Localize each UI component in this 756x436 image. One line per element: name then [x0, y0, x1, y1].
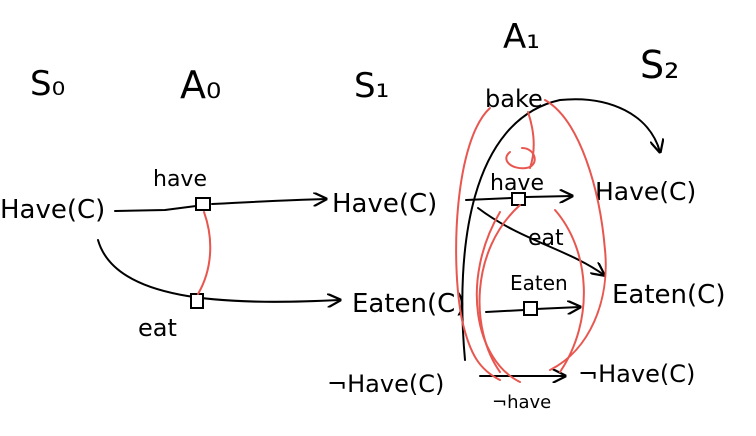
action-node-a0-have: [195, 197, 211, 211]
edge-a1-eaten-to-s2-eaten: [535, 307, 580, 309]
mutex-a1-have-eaten: [478, 204, 521, 373]
edge-s1-have-to-s2-eaten: [477, 207, 604, 275]
literal-s1-have: Have(C): [332, 189, 437, 219]
edge-s1-eaten-to-a1-eaten: [485, 309, 525, 313]
mutex-a1-right-inner: [554, 209, 585, 373]
edge-a1-have-to-s2-have: [525, 196, 572, 197]
mutex-a1-outer-right: [544, 99, 607, 371]
action-label-a1-not-have: ¬have: [492, 392, 551, 413]
level-label-s1: S₁: [354, 66, 389, 106]
level-label-a1: A₁: [503, 17, 540, 57]
action-node-a1-have: [511, 192, 526, 206]
literal-s1-not-have: ¬Have(C): [327, 370, 444, 398]
action-label-a1-eaten: Eaten: [510, 271, 568, 295]
level-label-a0: A₀: [180, 63, 221, 107]
edge-a0-have-to-s1-have: [211, 199, 326, 204]
mutex-a1-eat-nothave: [475, 211, 521, 383]
literal-s1-eaten: Eaten(C): [352, 289, 465, 319]
mutex-a1-loop-top: [505, 147, 536, 170]
literal-s0-have: Have(C): [0, 195, 105, 225]
edge-s0-have-to-s1-eaten: [97, 239, 340, 302]
action-label-a1-have: have: [490, 171, 544, 196]
literal-s2-have: Have(C): [595, 177, 696, 206]
edge-s1-have-to-a1-have: [465, 197, 513, 201]
literal-s2-eaten: Eaten(C): [612, 280, 725, 310]
action-label-a0-eat: eat: [138, 314, 177, 342]
level-label-s2: S₂: [640, 43, 679, 87]
action-label-a1-bake: bake: [485, 85, 543, 113]
action-label-a1-eat: eat: [528, 226, 564, 251]
literal-s2-not-have: ¬Have(C): [578, 360, 695, 388]
mutex-a0-have-eat: [197, 211, 212, 295]
mutex-a1-bake-have: [527, 111, 535, 169]
action-label-a0-have: have: [153, 167, 207, 192]
edge-s0-have-to-a0-have: [114, 205, 197, 212]
action-node-a0-eat: [190, 293, 204, 309]
action-node-a1-eaten: [523, 301, 538, 316]
level-label-s0: S₀: [30, 64, 65, 104]
mutex-a1-outer-left: [455, 107, 501, 381]
